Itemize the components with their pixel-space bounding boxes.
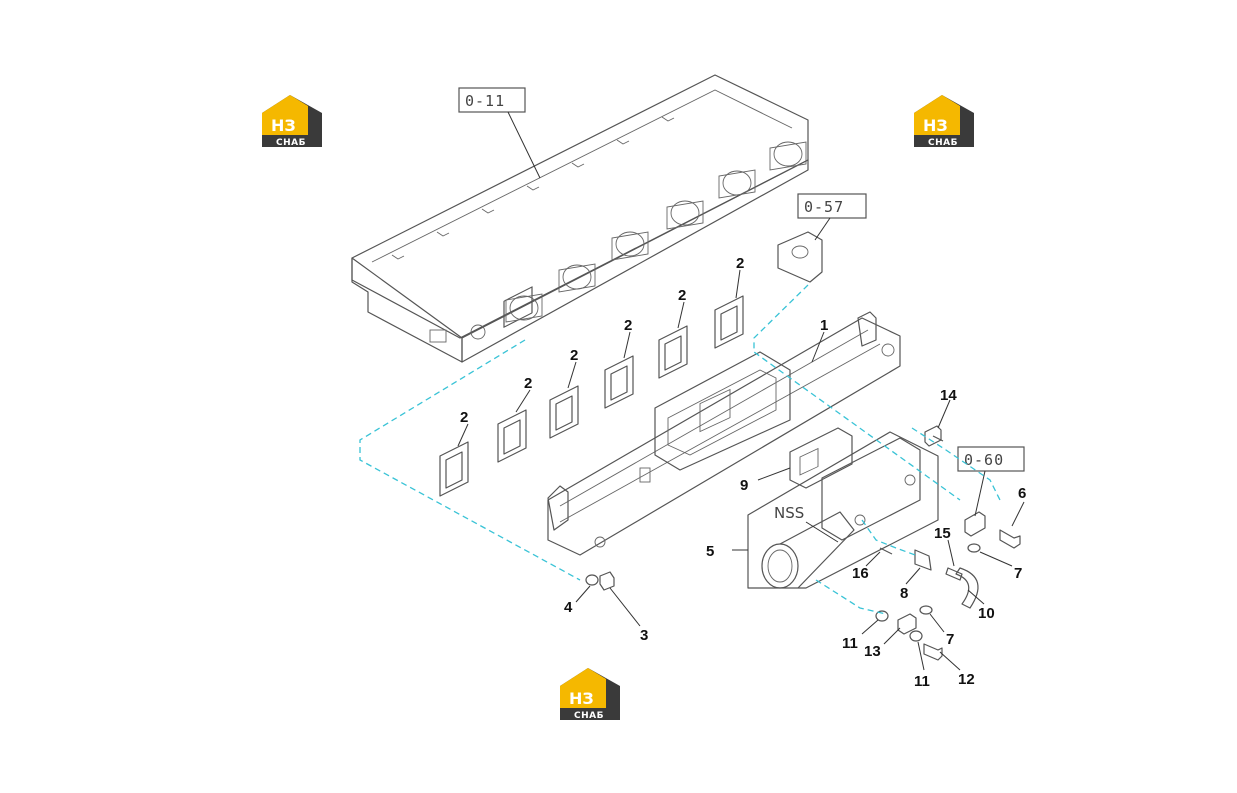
callout-10: 10	[978, 605, 995, 622]
callout-7: 7	[946, 631, 954, 648]
assembly-centerlines	[359, 284, 1001, 615]
reference-0-60-text: 0-60	[964, 451, 1004, 469]
reference-0-57: 0-57	[797, 193, 867, 241]
logo-top-left: НЗ СНАБ	[262, 95, 322, 148]
exhaust-manifold-drawing	[547, 311, 901, 556]
nss-text: NSS	[774, 504, 804, 522]
callout-14: 14	[940, 387, 957, 404]
callout-15: 15	[934, 525, 951, 542]
callout-6: 6	[1018, 485, 1026, 502]
callout-2: 2	[570, 347, 578, 364]
callout-2: 2	[460, 409, 468, 426]
callout-11: 11	[914, 673, 930, 690]
callout-numbers: 1 2 2 2 2 2 2 3 4 5 6 7 7 8 9 10 11 11 1…	[460, 255, 1026, 690]
outlet-housing-drawing	[747, 431, 939, 589]
reference-0-60: 0-60	[957, 446, 1025, 517]
callout-8: 8	[900, 585, 908, 602]
callout-9: 9	[740, 477, 748, 494]
gasket-9-drawing	[789, 427, 853, 489]
logo-mark-text: НЗ	[271, 116, 296, 135]
fasteners-drawing	[585, 425, 1021, 661]
callout-11: 11	[842, 635, 858, 652]
logo-sub-text: СНАБ	[276, 138, 306, 148]
logo-bottom: НЗ СНАБ	[560, 668, 620, 721]
callout-5: 5	[706, 543, 714, 560]
callout-leaders	[457, 269, 1025, 671]
callout-3: 3	[640, 627, 648, 644]
callout-2: 2	[678, 287, 686, 304]
callout-1: 1	[820, 317, 828, 334]
logo-sub-text: СНАБ	[574, 711, 604, 721]
callout-2: 2	[524, 375, 532, 392]
reference-0-11: 0-11	[458, 87, 541, 179]
bracket-drawing	[777, 231, 823, 283]
reference-0-11-text: 0-11	[465, 92, 505, 110]
callout-13: 13	[864, 643, 881, 660]
callout-12: 12	[958, 671, 975, 688]
nss-label: NSS	[774, 504, 839, 543]
callout-2: 2	[736, 255, 744, 272]
callout-2: 2	[624, 317, 632, 334]
cylinder-head-drawing	[351, 74, 809, 363]
logo-mark-text: НЗ	[923, 116, 948, 135]
gaskets-drawing	[439, 295, 744, 497]
logo-sub-text: СНАБ	[928, 138, 958, 148]
logo-mark-text: НЗ	[569, 689, 594, 708]
logo-top-right: НЗ СНАБ	[914, 95, 974, 148]
callout-4: 4	[564, 599, 573, 616]
reference-0-57-text: 0-57	[804, 198, 844, 216]
callout-16: 16	[852, 565, 869, 582]
callout-7: 7	[1014, 565, 1022, 582]
